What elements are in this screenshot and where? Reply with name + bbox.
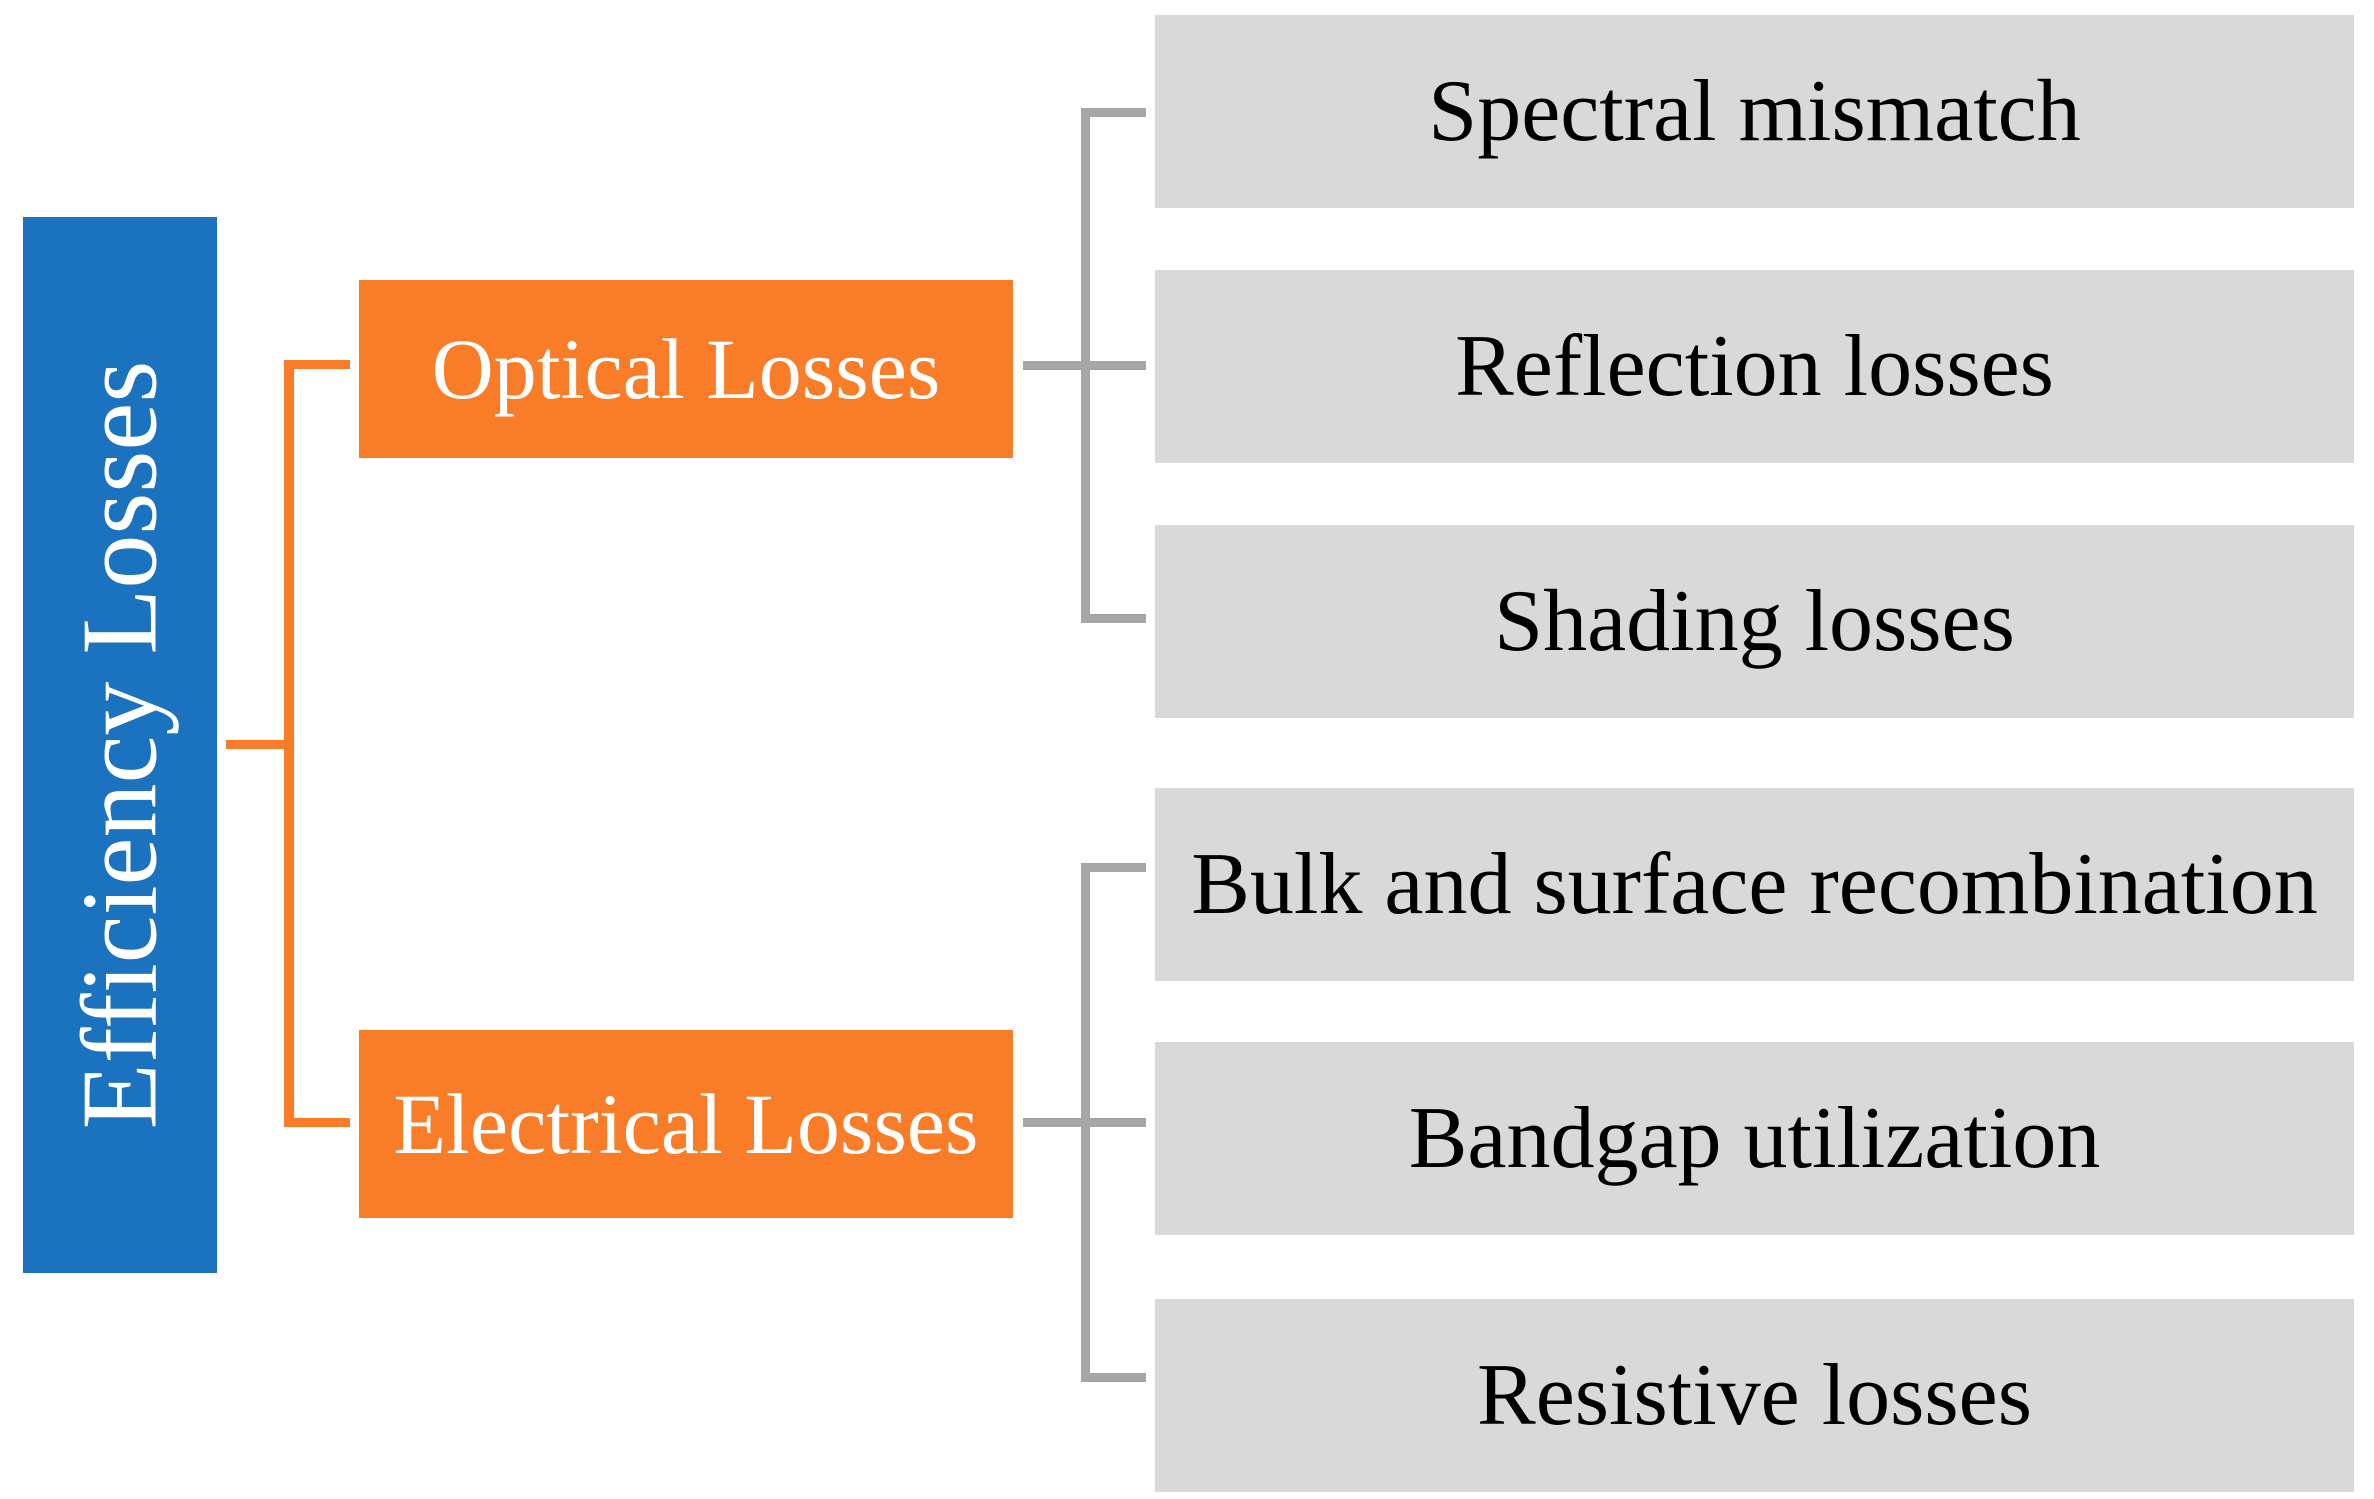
leaf-node-label: Bulk and surface recombination xyxy=(1191,835,2318,933)
branch-node-optical-losses: Optical Losses xyxy=(359,280,1013,458)
leaf-node-resistive-losses: Resistive losses xyxy=(1155,1299,2354,1492)
branch-connector-stub-optical xyxy=(284,360,350,369)
leaf-node-spectral-mismatch: Spectral mismatch xyxy=(1155,15,2354,208)
branch-node-label: Optical Losses xyxy=(431,321,941,417)
leaf-node-label: Shading losses xyxy=(1494,572,2015,670)
root-connector-stub xyxy=(226,740,294,749)
branch-node-electrical-losses: Electrical Losses xyxy=(359,1030,1013,1218)
leaf-node-bandgap-utilization: Bandgap utilization xyxy=(1155,1042,2354,1235)
leaf-node-shading-losses: Shading losses xyxy=(1155,525,2354,718)
electrical-children-connector-stub-top xyxy=(1081,863,1146,872)
leaf-node-bulk-and-surface-recombination: Bulk and surface recombination xyxy=(1155,788,2354,981)
electrical-children-connector-stub-bottom xyxy=(1081,1373,1146,1382)
leaf-node-reflection-losses: Reflection losses xyxy=(1155,270,2354,463)
root-node-label: Efficiency Losses xyxy=(60,360,180,1130)
optical-children-connector-stub-bottom xyxy=(1081,614,1146,623)
leaf-node-label: Resistive losses xyxy=(1477,1346,2032,1444)
optical-children-connector-stub-top xyxy=(1081,108,1146,117)
leaf-node-label: Bandgap utilization xyxy=(1408,1089,2101,1187)
electrical-children-connector-trunk xyxy=(1081,863,1090,1382)
leaf-node-label: Reflection losses xyxy=(1455,317,2054,415)
leaf-node-label: Spectral mismatch xyxy=(1428,62,2081,160)
branch-connector-stub-electrical xyxy=(284,1118,350,1127)
optical-children-connector-trunk xyxy=(1081,108,1090,623)
root-node-efficiency-losses: Efficiency Losses xyxy=(23,217,217,1273)
root-connector-trunk xyxy=(284,360,294,1127)
branch-node-label: Electrical Losses xyxy=(393,1076,979,1172)
